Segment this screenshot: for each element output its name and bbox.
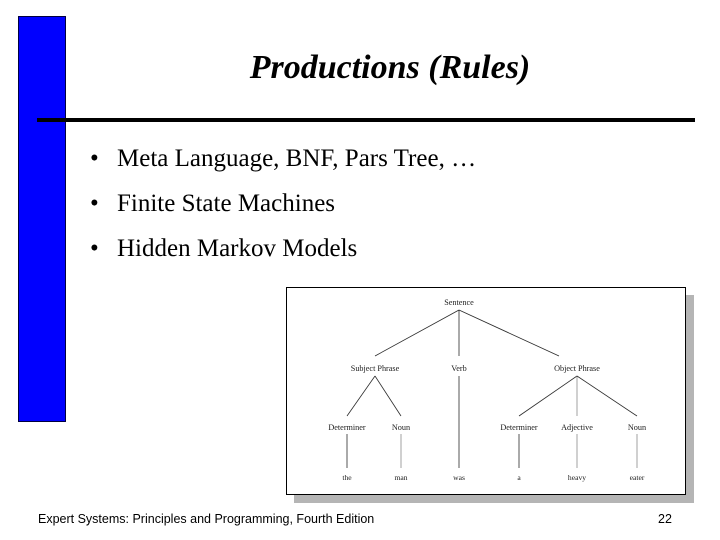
- bullet-list: • Meta Language, BNF, Pars Tree, … • Fin…: [84, 136, 644, 271]
- bullet-marker-icon: •: [90, 235, 99, 262]
- edge-subject-noun: [374, 375, 402, 417]
- tree-node-sentence: Sentence: [444, 298, 474, 307]
- list-item: • Meta Language, BNF, Pars Tree, …: [84, 136, 644, 181]
- tree-node-noun-1: Noun: [392, 423, 410, 432]
- edge-object-noun: [576, 375, 638, 417]
- list-item-label: Hidden Markov Models: [117, 235, 358, 262]
- footer-citation: Expert Systems: Principles and Programmi…: [38, 512, 375, 526]
- edge-sentence-object: [458, 309, 560, 357]
- tree-leaf-heavy: heavy: [568, 473, 586, 482]
- figure-frame: Sentence Subject Phrase Verb Object Phra…: [286, 287, 686, 495]
- list-item-label: Meta Language, BNF, Pars Tree, …: [117, 145, 477, 172]
- tree-leaf-the: the: [342, 473, 352, 482]
- parse-tree-svg: Sentence Subject Phrase Verb Object Phra…: [328, 298, 646, 482]
- tree-node-determiner-2: Determiner: [500, 423, 538, 432]
- list-item: • Finite State Machines: [84, 181, 644, 226]
- edge-subject-determiner: [346, 375, 376, 417]
- tree-leaf-eater: eater: [630, 473, 645, 482]
- parse-tree-figure: Sentence Subject Phrase Verb Object Phra…: [286, 287, 694, 503]
- tree-node-noun-2: Noun: [628, 423, 646, 432]
- edge-sentence-subject: [374, 309, 460, 357]
- tree-leaf-was: was: [453, 473, 465, 482]
- bullet-marker-icon: •: [90, 190, 99, 217]
- bullet-marker-icon: •: [90, 145, 99, 172]
- tree-node-adjective: Adjective: [561, 423, 593, 432]
- tree-node-verb: Verb: [451, 364, 466, 373]
- tree-leaf-man: man: [394, 473, 407, 482]
- tree-node-determiner-1: Determiner: [328, 423, 366, 432]
- tree-leaf-a: a: [517, 473, 521, 482]
- accent-bar-left: [18, 16, 66, 422]
- page-number: 22: [658, 512, 672, 526]
- tree-node-object-phrase: Object Phrase: [554, 364, 600, 373]
- list-item: • Hidden Markov Models: [84, 226, 644, 271]
- page-title: Productions (Rules): [249, 49, 531, 86]
- title-divider: [37, 118, 695, 122]
- list-item-label: Finite State Machines: [117, 190, 336, 217]
- edge-object-determiner: [518, 375, 578, 417]
- tree-node-subject-phrase: Subject Phrase: [351, 364, 400, 373]
